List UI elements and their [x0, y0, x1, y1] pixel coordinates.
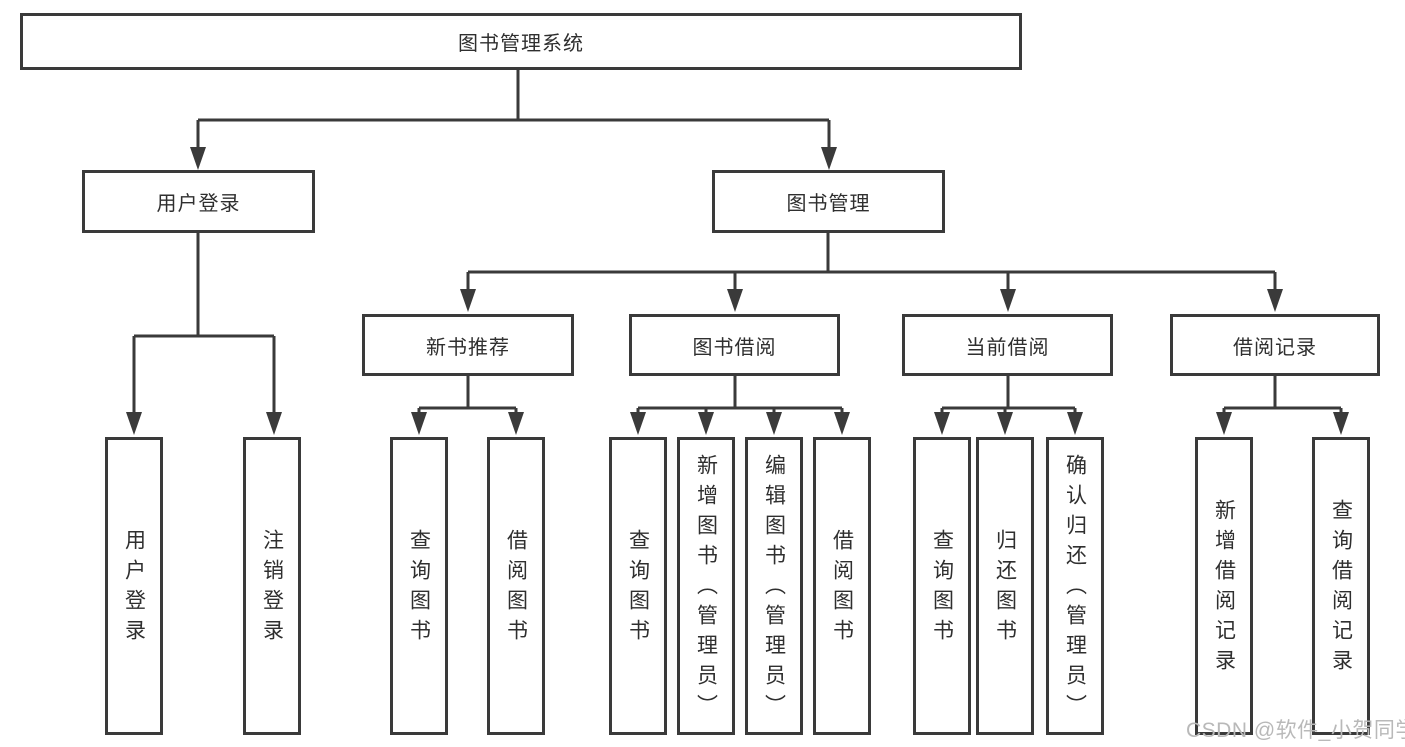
leaf-borrow-book: 借阅图书 — [813, 437, 871, 735]
leaf-add-book-admin: 新增图书（管理员） — [677, 437, 735, 735]
node-borrow-record: 借阅记录 — [1170, 314, 1380, 376]
csdn-watermark: CSDN @软件_小贺同学 — [1186, 719, 1405, 742]
node-root-system: 图书管理系统 — [20, 13, 1022, 70]
leaf-user-login: 用户登录 — [105, 437, 163, 735]
leaf-return-book: 归还图书 — [976, 437, 1034, 735]
node-book-management: 图书管理 — [712, 170, 945, 233]
leaf-edit-book-admin: 编辑图书（管理员） — [745, 437, 803, 735]
node-user-login: 用户登录 — [82, 170, 315, 233]
leaf-query-book-recommend: 查询图书 — [390, 437, 448, 735]
leaf-query-book-borrow: 查询图书 — [609, 437, 667, 735]
node-new-book-recommend: 新书推荐 — [362, 314, 574, 376]
node-current-borrow: 当前借阅 — [902, 314, 1113, 376]
node-book-borrow: 图书借阅 — [629, 314, 840, 376]
leaf-add-borrow-record: 新增借阅记录 — [1195, 437, 1253, 735]
leaf-query-book-current: 查询图书 — [913, 437, 971, 735]
leaf-confirm-return-admin: 确认归还（管理员） — [1046, 437, 1104, 735]
leaf-query-borrow-record: 查询借阅记录 — [1312, 437, 1370, 735]
leaf-logout: 注销登录 — [243, 437, 301, 735]
leaf-borrow-book-recommend: 借阅图书 — [487, 437, 545, 735]
